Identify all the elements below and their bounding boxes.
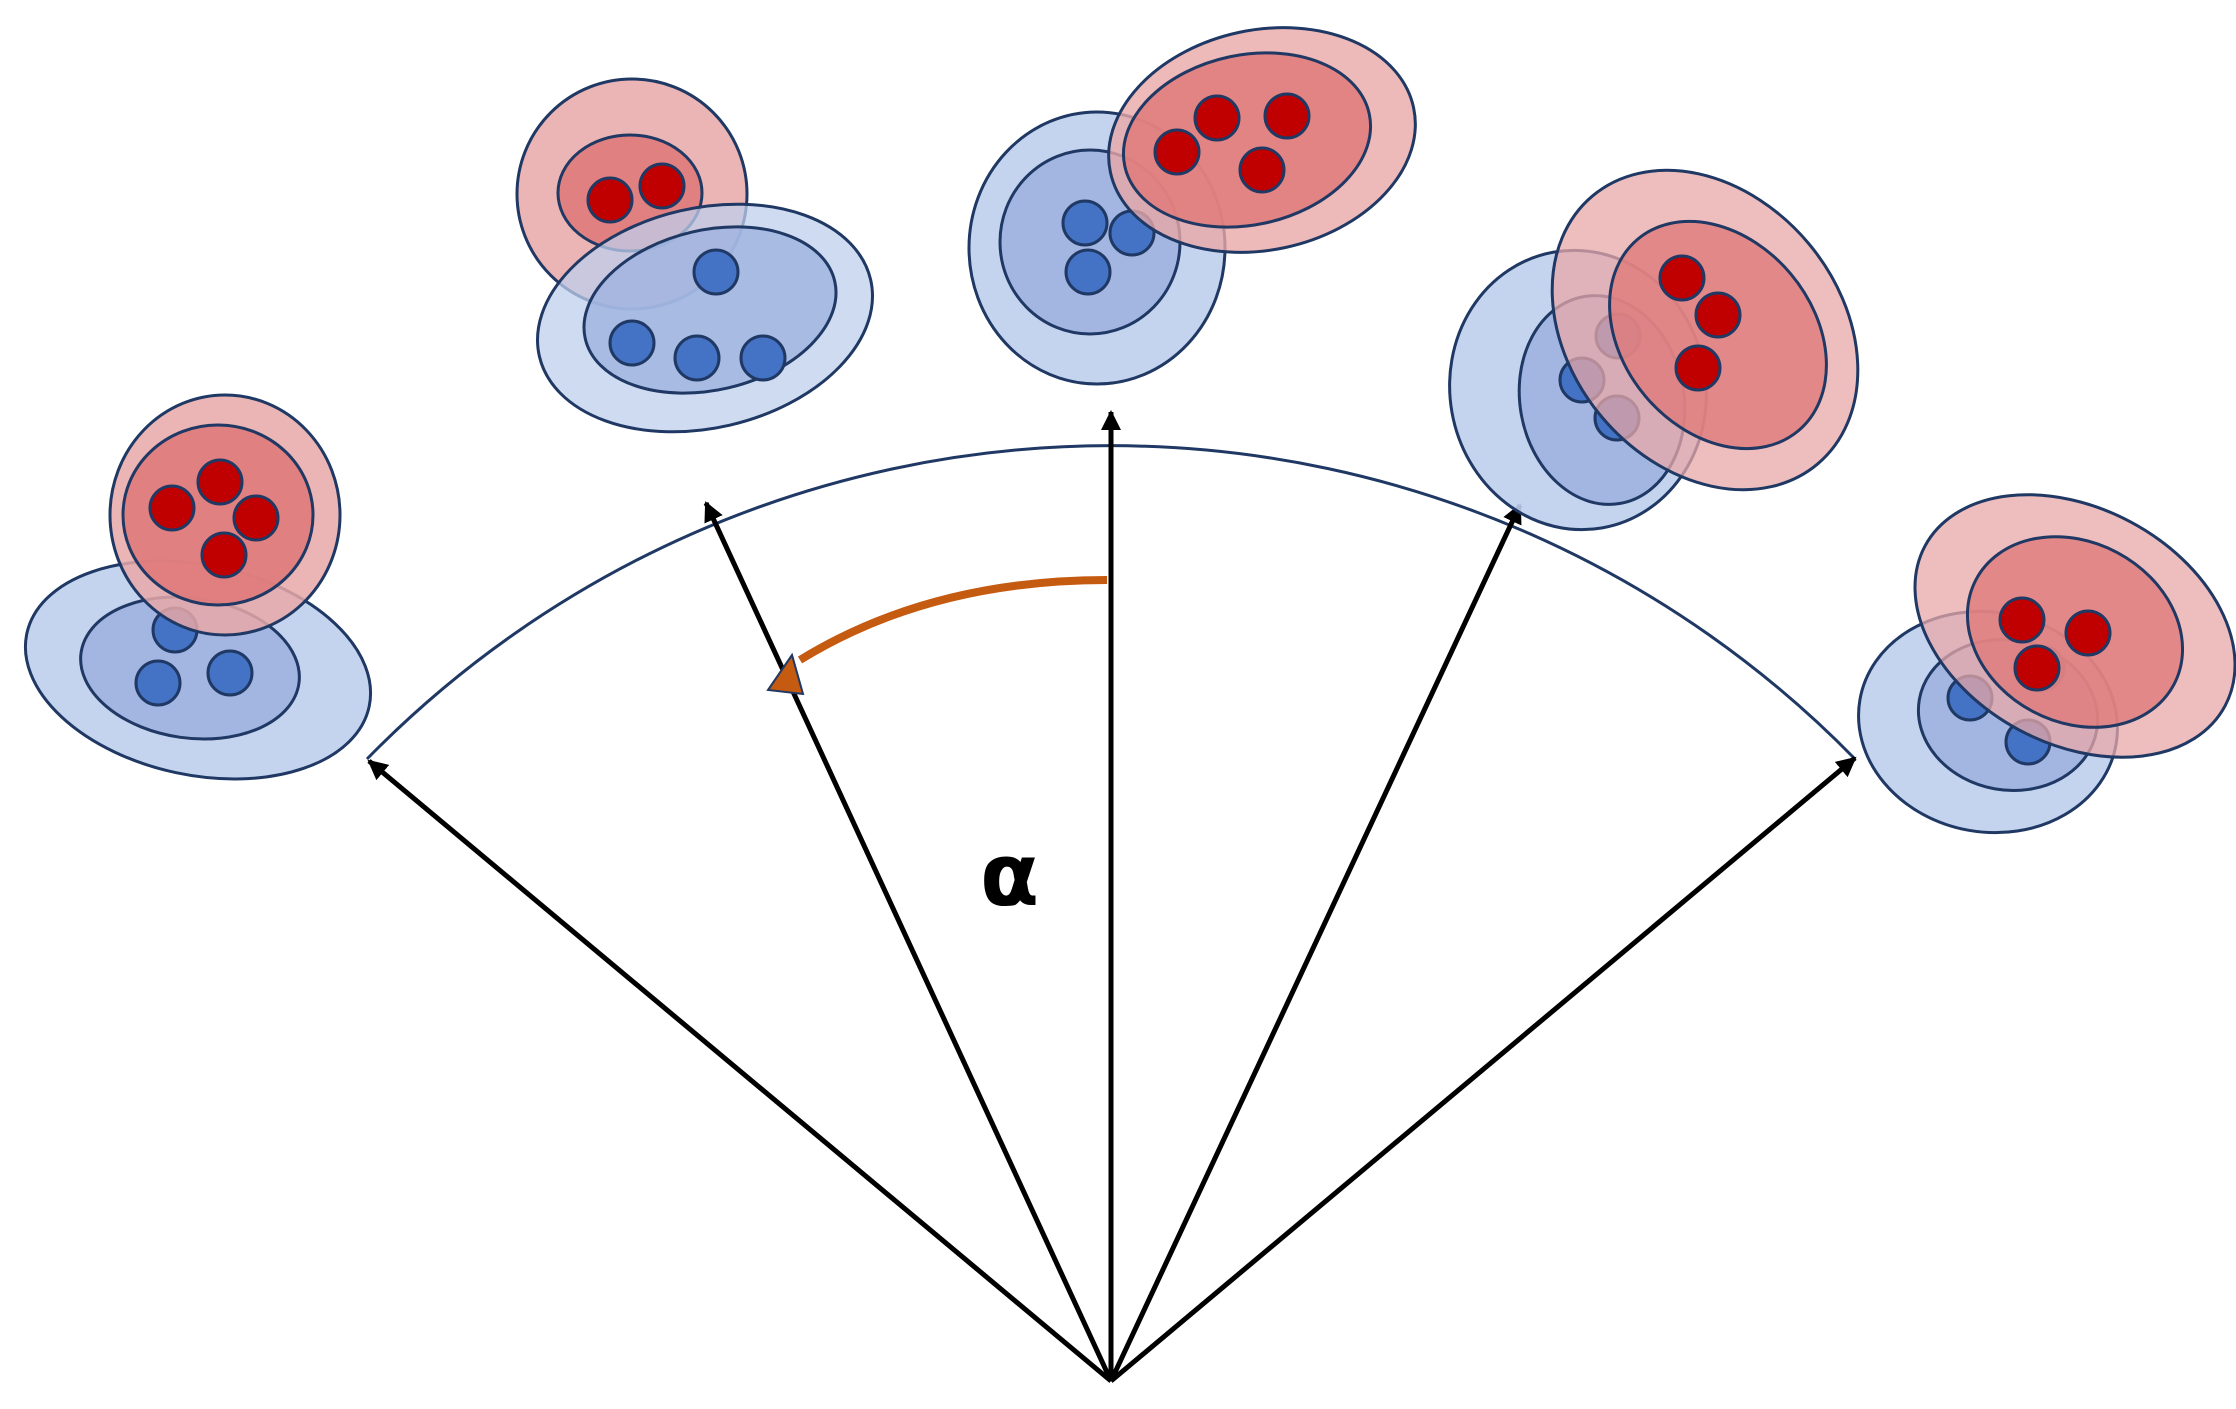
- red-point: [1263, 92, 1311, 140]
- angle-arrowhead-icon: [766, 652, 805, 696]
- cluster-group-left: [515, 77, 874, 434]
- cluster-group-far-right: [1857, 493, 2236, 835]
- red-point: [1694, 291, 1742, 339]
- blue-point: [692, 248, 740, 296]
- red-point: [586, 176, 634, 224]
- red-cluster-inner: [1121, 51, 1373, 229]
- cluster-group-center: [967, 26, 1417, 386]
- blue-point: [206, 649, 254, 697]
- blue-point: [1061, 199, 1109, 247]
- cluster-group-far-left: [23, 393, 373, 781]
- red-point: [1193, 94, 1241, 142]
- angle-label: α: [980, 826, 1039, 926]
- ray-right: [1108, 503, 1523, 1383]
- red-point: [200, 531, 248, 579]
- red-point: [1998, 596, 2046, 644]
- red-point: [1658, 254, 1706, 302]
- cluster-group-right: [1448, 168, 1860, 532]
- blue-point: [739, 334, 787, 382]
- red-cluster-inner: [121, 423, 315, 607]
- blue-point: [1064, 248, 1112, 296]
- red-point: [232, 494, 280, 542]
- angle-arc: [797, 576, 1108, 664]
- red-point: [1674, 344, 1722, 392]
- blue-point: [608, 319, 656, 367]
- ray-group: [367, 410, 1857, 1383]
- red-point: [1153, 128, 1201, 176]
- red-point: [2064, 609, 2112, 657]
- red-point: [148, 484, 196, 532]
- red-point: [638, 162, 686, 210]
- blue-point: [134, 659, 182, 707]
- ray-far-left: [367, 759, 1113, 1383]
- red-point: [196, 458, 244, 506]
- red-point: [1238, 146, 1286, 194]
- ray-left: [703, 501, 1114, 1383]
- blue-point: [673, 334, 721, 382]
- ray-far-right: [1109, 756, 1857, 1383]
- red-point: [2013, 644, 2061, 692]
